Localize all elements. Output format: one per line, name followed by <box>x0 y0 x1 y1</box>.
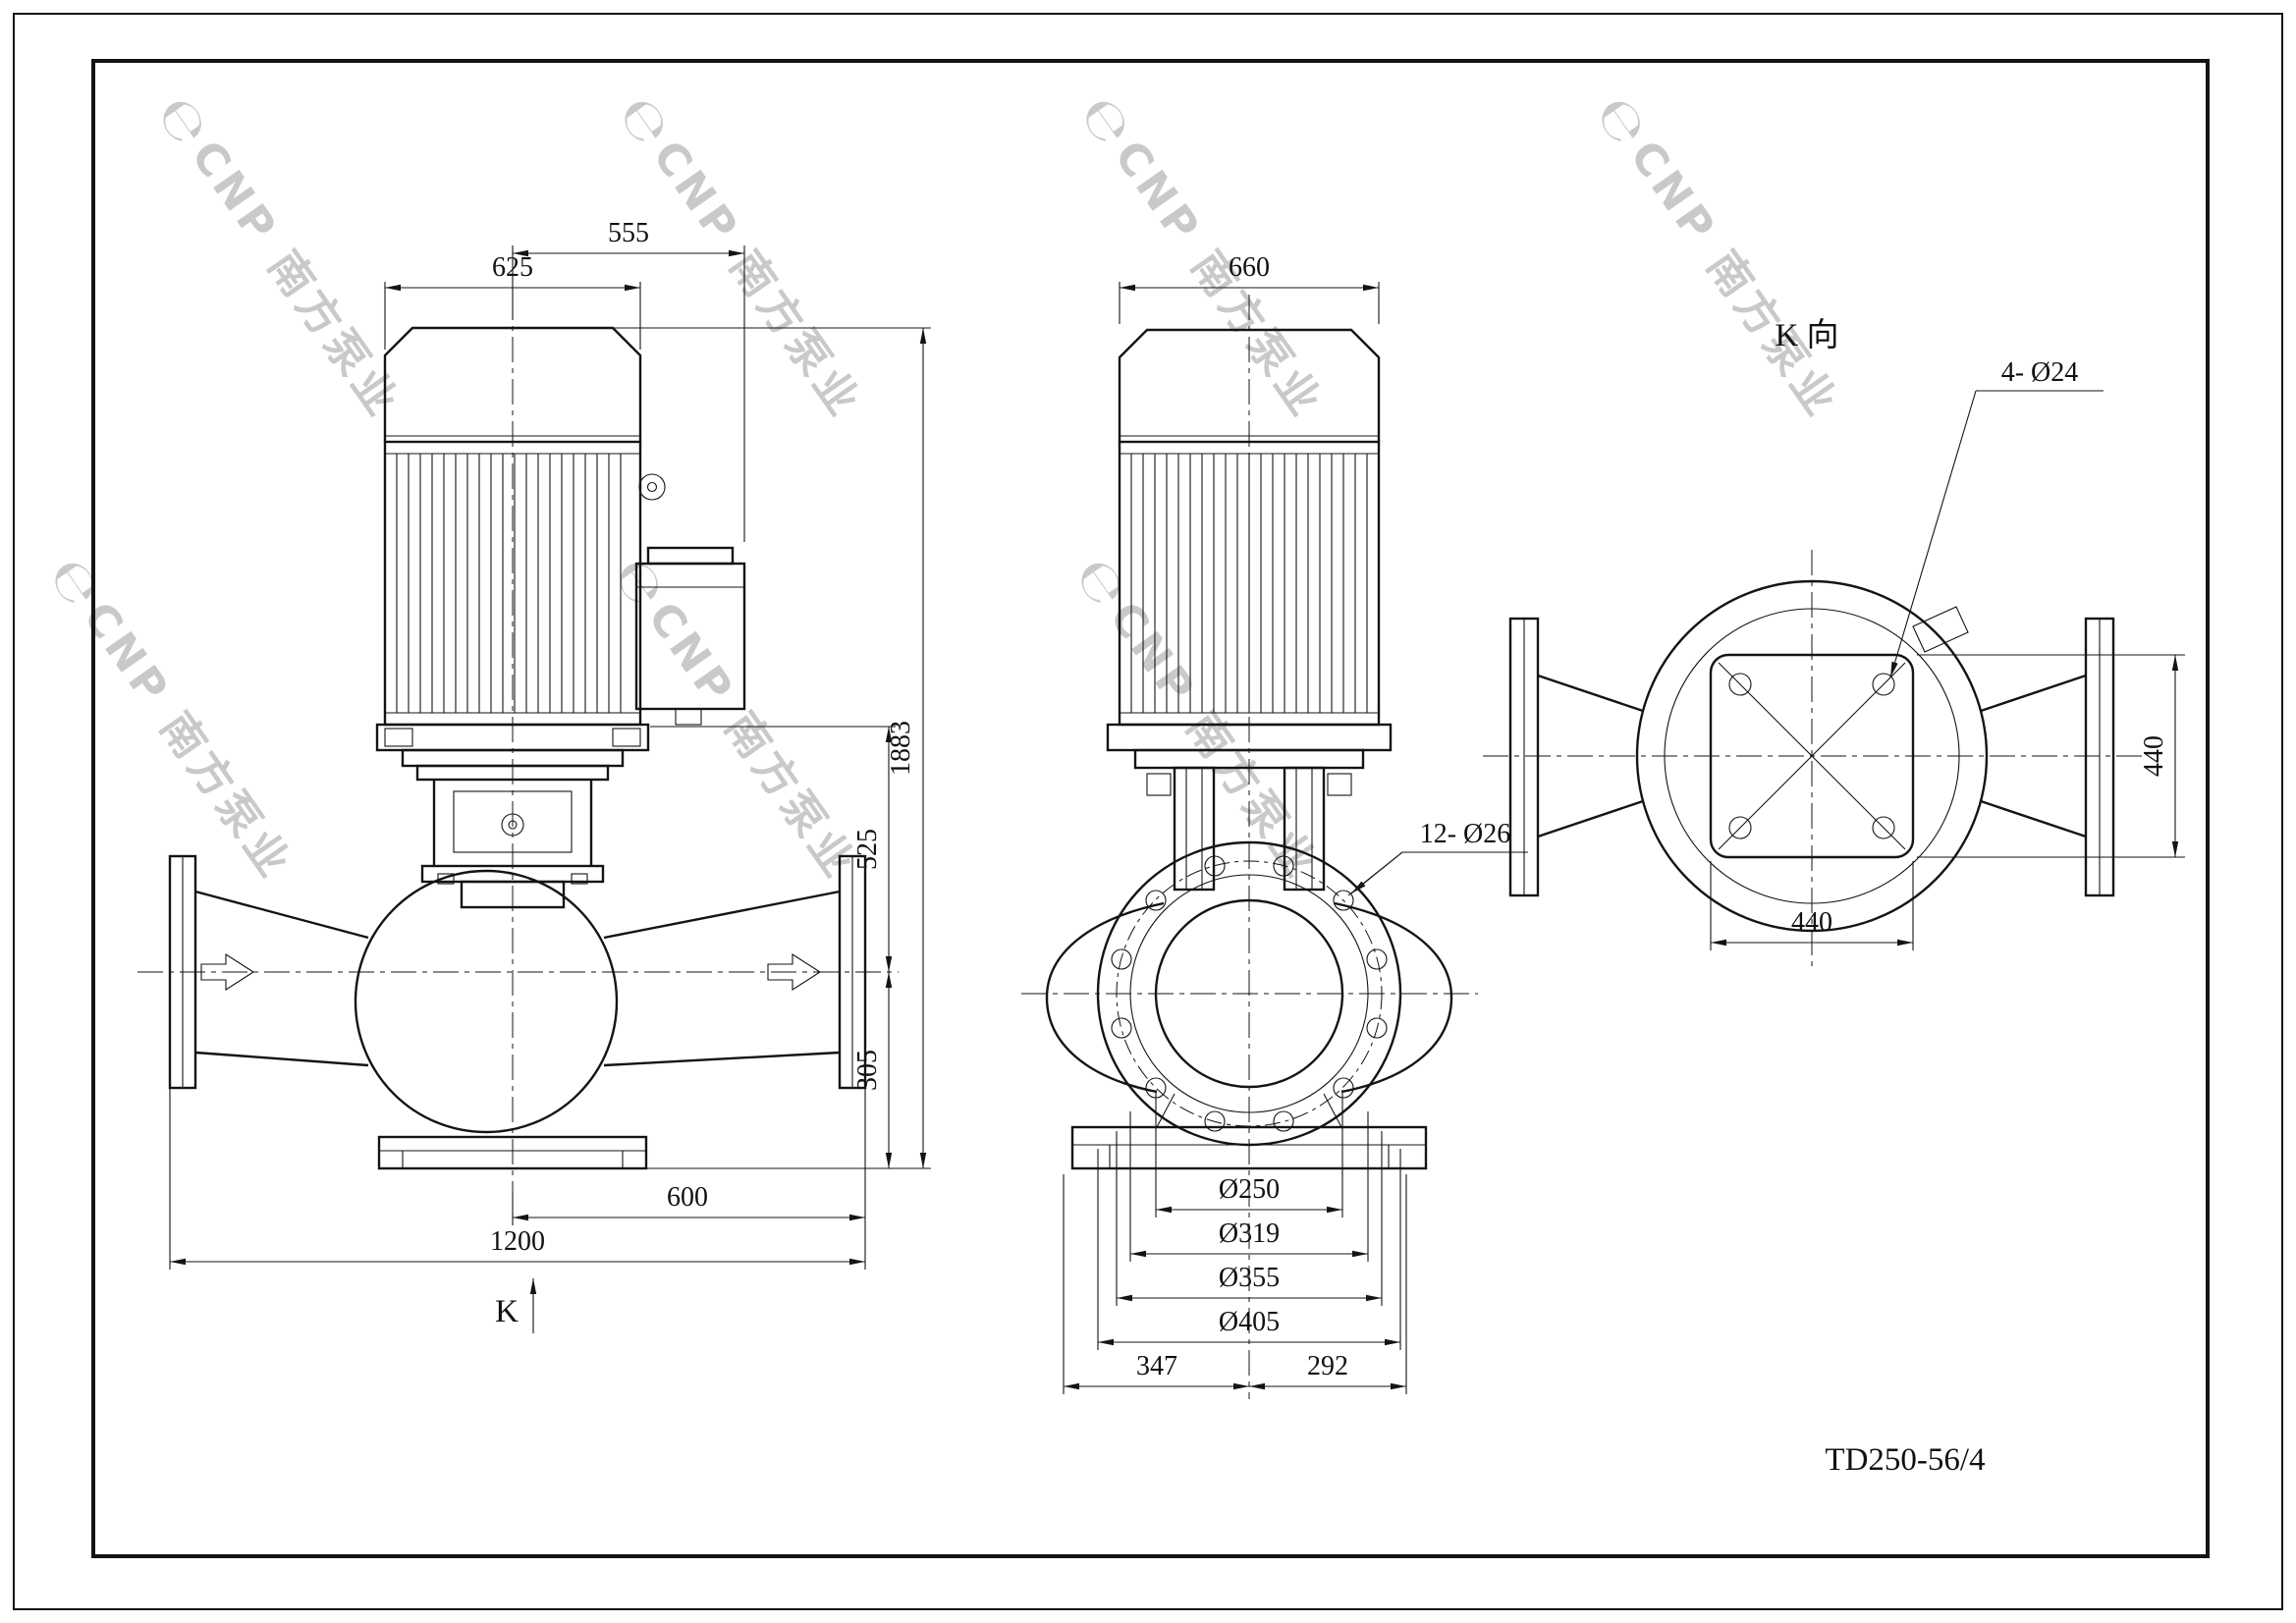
dim-d250: Ø250 <box>1219 1174 1280 1205</box>
motor-ribs <box>1130 454 1368 713</box>
pump-bracket <box>415 764 610 909</box>
flange-diagonals <box>1718 662 1906 850</box>
dim-1883: 1883 <box>886 721 916 776</box>
volute-inner-wall <box>1664 608 1960 904</box>
k-view-title: K 向 <box>1775 317 1838 353</box>
bracket-window <box>453 790 573 853</box>
suction-cone <box>194 890 369 1067</box>
dim-292: 292 <box>1307 1351 1348 1381</box>
dim-600: 600 <box>667 1182 708 1213</box>
fan-cover <box>1118 328 1381 442</box>
flow-arrow-icon <box>200 952 255 992</box>
support-columns <box>1173 766 1326 892</box>
dim-660: 660 <box>1229 252 1270 283</box>
lifting-eye-icon <box>638 473 666 501</box>
cable-gland <box>675 708 702 726</box>
side-view: 555 625 1883 525 305 600 1200 K <box>137 218 931 1333</box>
dim-d405: Ø405 <box>1219 1307 1280 1337</box>
terminal-box <box>634 562 746 711</box>
terminal-box-lid <box>646 546 735 566</box>
inner-border <box>91 59 2210 1558</box>
centerlines <box>1483 550 2146 972</box>
base-plate <box>1070 1125 1428 1170</box>
dim-305: 305 <box>852 1050 883 1091</box>
dim-1200: 1200 <box>490 1226 545 1257</box>
dim-625: 625 <box>492 252 533 283</box>
discharge-cone <box>603 890 841 1067</box>
bolt-callout-4-d24: 4- Ø24 <box>2001 357 2079 388</box>
bolt-callout-leader <box>1350 851 1403 894</box>
outer-border <box>13 13 2283 1610</box>
flow-arrow-icon <box>767 952 822 992</box>
k-view-dimensions: K 向 4- Ø24 440 440 <box>1710 317 2185 950</box>
centerlines <box>137 295 899 1193</box>
discharge-pipe-top <box>1980 617 2115 897</box>
casing-right-lobe <box>1334 901 1453 1094</box>
casing-lug <box>1912 606 1969 653</box>
front-view: 660 12- Ø26 Ø250 Ø319 Ø355 Ø405 347 292 <box>1021 252 1528 1399</box>
motor <box>375 326 746 768</box>
pump-base <box>377 1135 648 1170</box>
flange-bolt-holes <box>1111 855 1388 1132</box>
dim-525: 525 <box>852 829 883 870</box>
brand-emblem-icon <box>501 813 524 837</box>
bore-circle <box>1154 898 1344 1089</box>
sheet-borders <box>13 13 2283 1610</box>
part-number: TD250-56/4 <box>1825 1442 1985 1478</box>
casing-left-lobe <box>1045 901 1165 1094</box>
dim-d355: Ø355 <box>1219 1263 1280 1293</box>
raised-face-circle <box>1129 874 1369 1113</box>
bolt-callout-leader <box>1889 390 1977 678</box>
bolt-callout-12-d26: 12- Ø26 <box>1420 819 1511 849</box>
pump-casing <box>168 854 867 1134</box>
motor-ribs <box>396 454 622 713</box>
dim-440-vertical: 440 <box>2139 735 2169 777</box>
pump-base <box>1070 1093 1428 1170</box>
dim-555: 555 <box>608 218 649 248</box>
square-flange-bolt-holes <box>1728 673 1895 839</box>
dim-440-horizontal: 440 <box>1791 907 1832 938</box>
square-flange <box>1709 653 1915 859</box>
dim-347: 347 <box>1136 1351 1177 1381</box>
base-plate <box>377 1135 648 1170</box>
front-view-dimensions: 660 12- Ø26 Ø250 Ø319 Ø355 Ø405 347 292 <box>1063 252 1528 1394</box>
seal-housing <box>460 880 566 909</box>
side-view-dimensions: 555 625 1883 525 305 600 1200 K <box>169 218 931 1333</box>
dim-d319: Ø319 <box>1219 1218 1280 1249</box>
k-view: K 向 4- Ø24 440 440 <box>1483 317 2185 972</box>
volute-casing <box>354 869 619 1134</box>
suction-pipe-top <box>1508 617 1644 897</box>
k-direction-label: K <box>495 1294 519 1329</box>
volute-outline <box>1635 579 1989 933</box>
fan-cover <box>383 326 642 442</box>
motor <box>1106 328 1393 796</box>
